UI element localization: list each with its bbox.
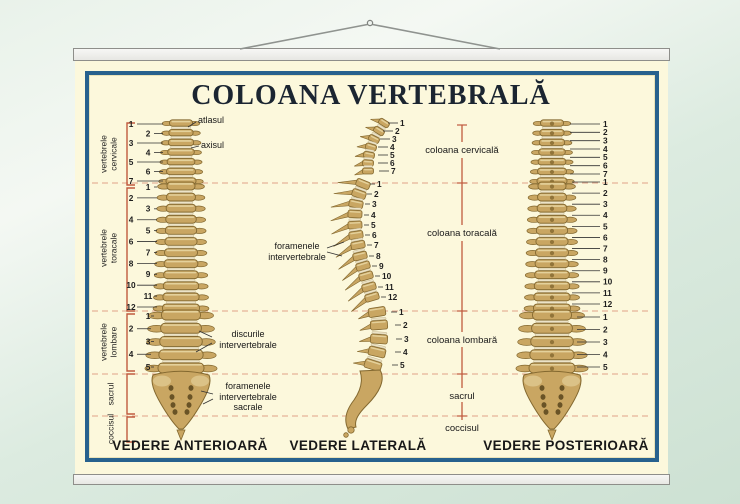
annotation-atlas: atlasul [198,115,225,125]
center-label-lumbar: coloana lombară [423,335,501,346]
hanger-rail-bottom [73,474,670,485]
region-label-toracale: vertebrele toracale [98,229,119,267]
annotation-sacral-foramina: foramenele intervertebrale sacrale [219,381,277,412]
center-label-coccyx: coccisul [442,423,482,434]
region-label-cervicale: vertebrele cervicale [98,135,119,173]
annotation-intervertebral-foramina: foramenele intervertebrale [268,241,326,262]
region-label-lombare: vertebrele lombare [98,323,119,361]
center-label-sacrum: sacrul [446,391,478,402]
caption-anterior-view: VEDERE ANTERIOARĂ [112,438,268,453]
annotation-axis: axisul [201,140,225,150]
center-label-cervical: coloana cervicală [422,145,502,156]
annotation-intervertebral-discs: discurile intervertebrale [219,329,277,350]
hanger-string [239,19,501,50]
region-label-sacrul: sacrul [105,382,116,406]
center-label-thoracic: coloana toracală [424,228,500,239]
caption-lateral-view: VEDERE LATERALĂ [289,438,427,453]
hanger-ring [366,19,374,27]
hanger-rail-top [73,48,670,61]
caption-posterior-view: VEDERE POSTERIOARĂ [483,438,649,453]
poster-blue-frame [85,71,659,462]
poster-title: COLOANA VERTEBRALĂ [191,80,551,111]
